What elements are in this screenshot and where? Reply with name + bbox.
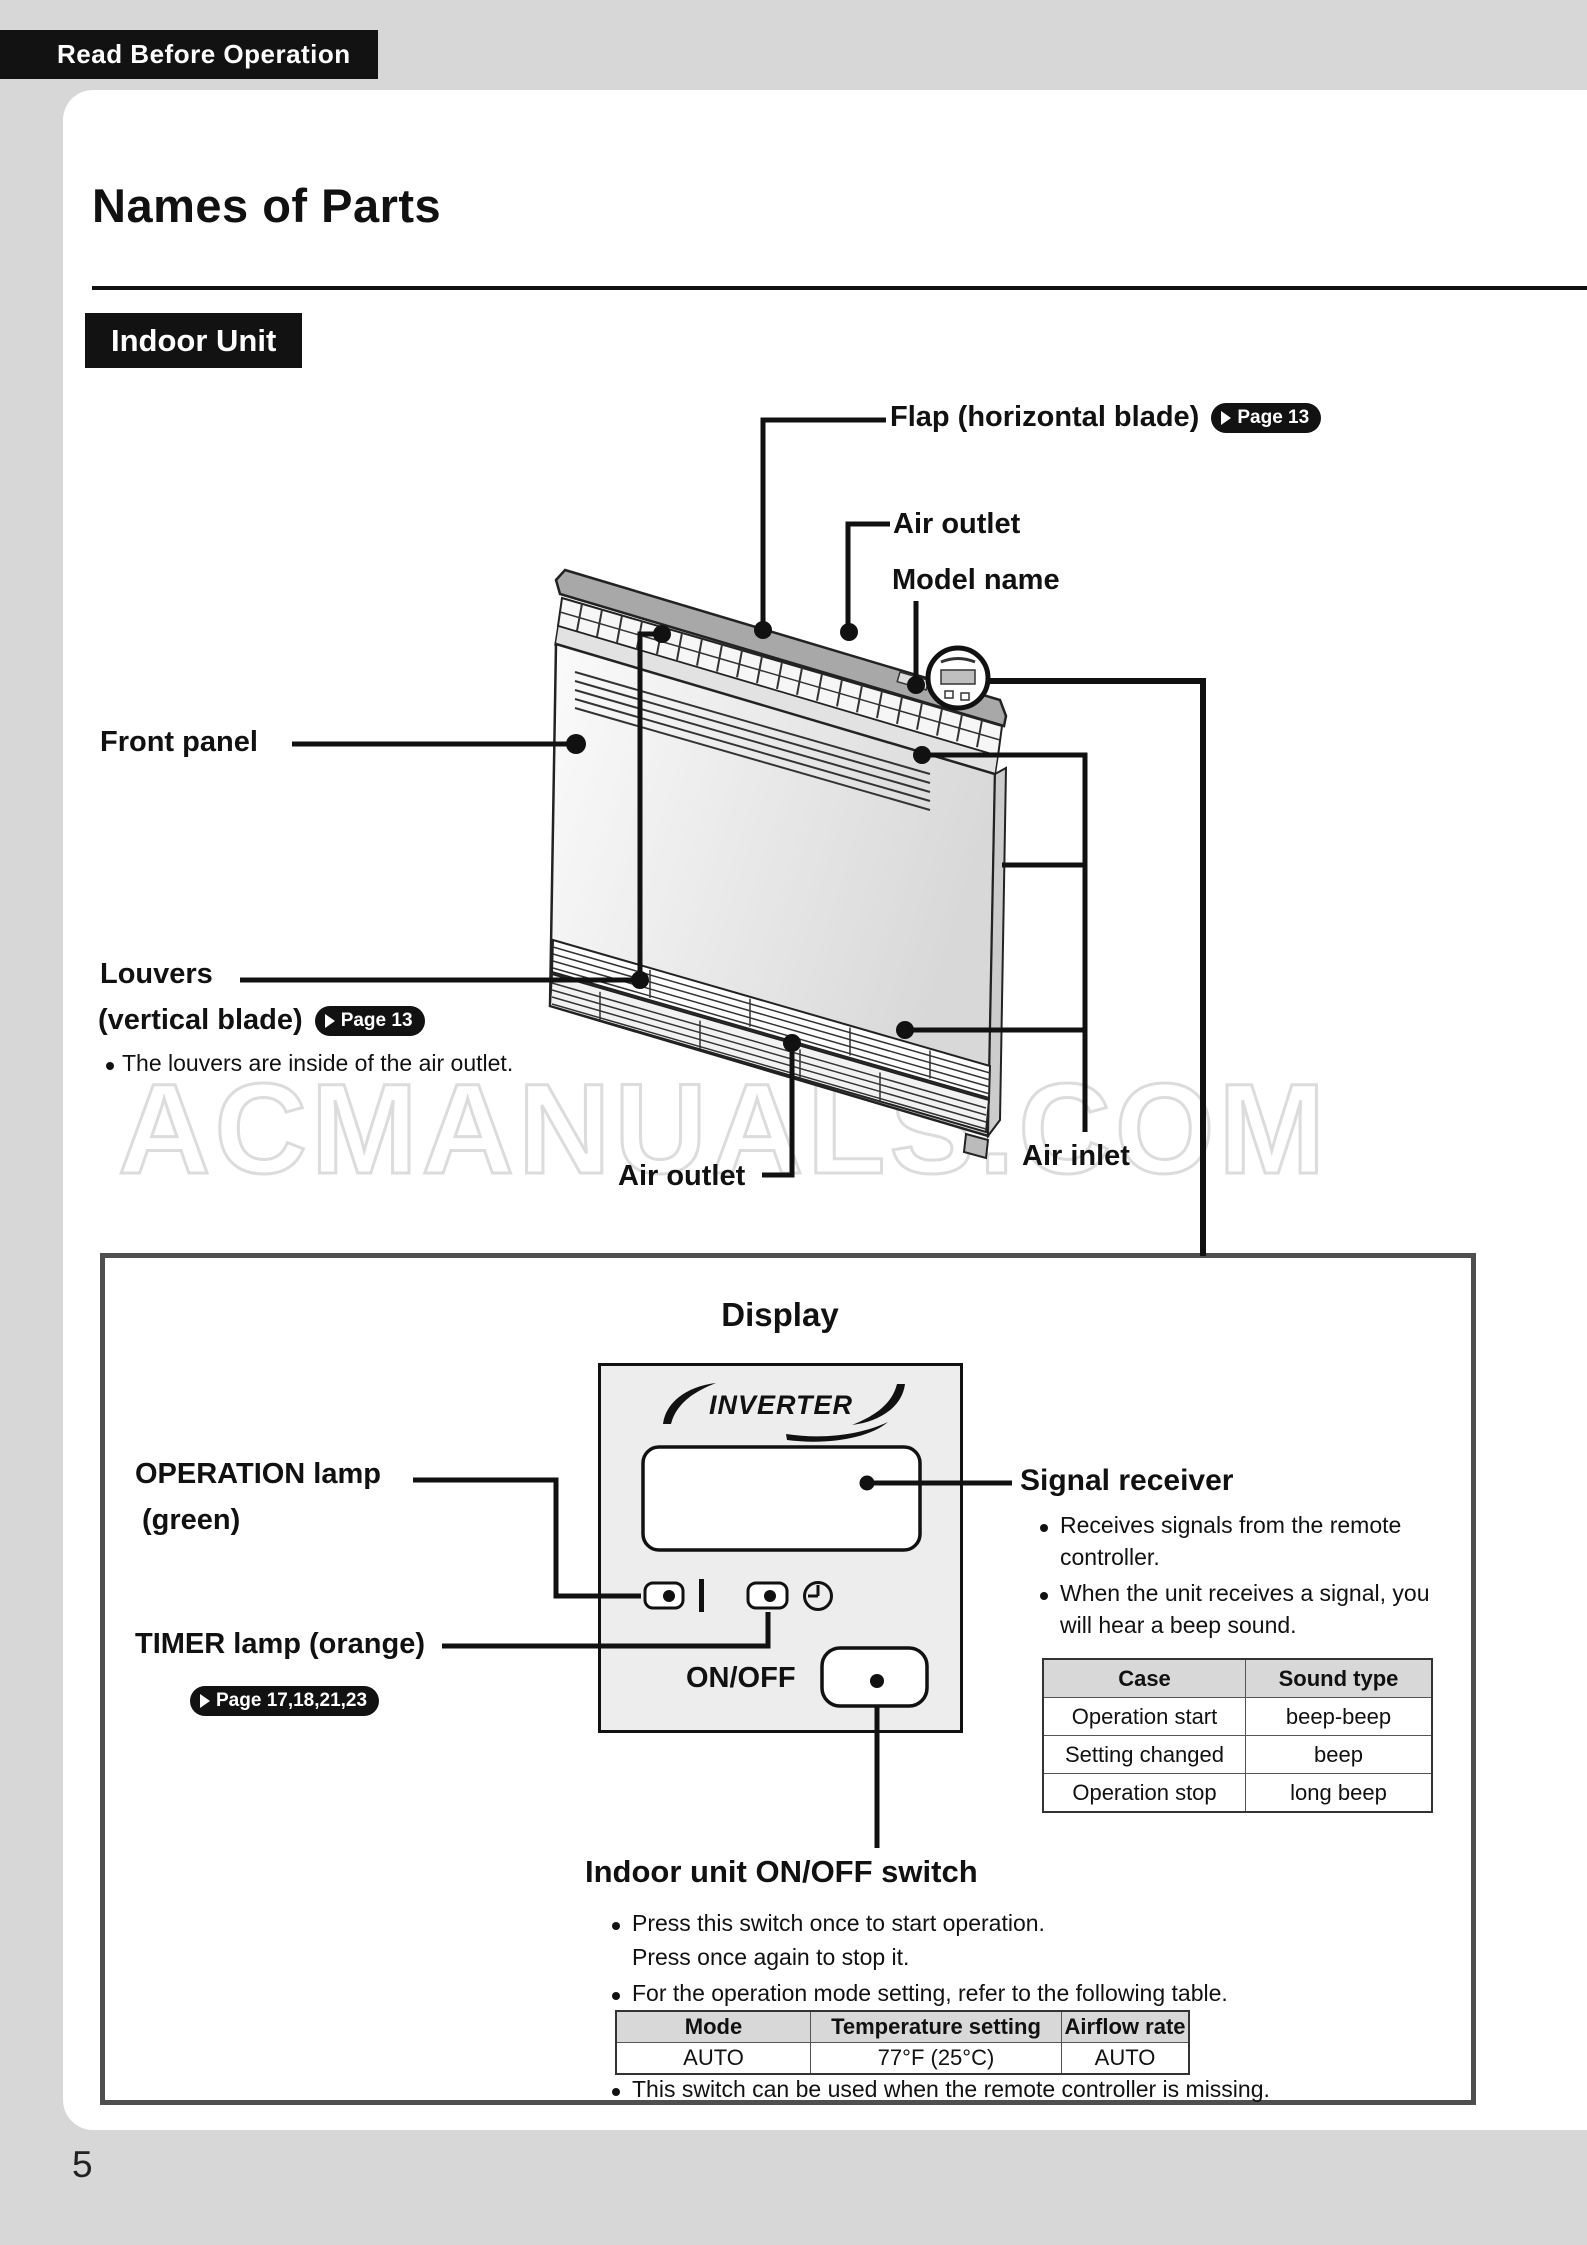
section-header-label: Indoor Unit: [111, 322, 277, 358]
label-operation-lamp-line1: OPERATION lamp: [135, 1458, 381, 1490]
label-model-name: Model name: [892, 564, 1060, 596]
inverter-logo-text: INVERTER: [708, 1390, 854, 1420]
arrow-right-icon: [1221, 410, 1232, 425]
louvers-note: The louvers are inside of the air outlet…: [122, 1050, 514, 1076]
bullet-icon: [1040, 1592, 1048, 1600]
mode-table-header-airflow: Airflow rate: [1061, 2010, 1190, 2043]
unit-display-circle: [925, 645, 991, 711]
label-timer-lamp: TIMER lamp (orange): [135, 1628, 426, 1660]
display-panel-widgets: [413, 1383, 1012, 1848]
mode-table: Mode Temperature setting Airflow rate AU…: [615, 2010, 1190, 2075]
label-air-outlet-top: Air outlet: [893, 508, 1021, 540]
table-row: Operation stop long beep: [1042, 1773, 1433, 1813]
label-operation-lamp-line2: (green): [142, 1504, 241, 1536]
signal-bullet2-line2: will hear a beep sound.: [1060, 1612, 1297, 1638]
leader-lines: [240, 417, 1206, 1256]
bullet-icon: [612, 1992, 620, 2000]
signal-bullet1-line1: Receives signals from the remote: [1060, 1512, 1402, 1538]
bullet-icon: [612, 1922, 620, 1930]
switch-bullet1-line2: Press once again to stop it.: [632, 1944, 910, 1970]
chapter-tag-label: Read Before Operation: [57, 39, 351, 69]
signal-receiver-heading: Signal receiver: [1020, 1464, 1234, 1497]
table-row: Operation start beep-beep: [1042, 1697, 1433, 1736]
label-onoff: ON/OFF: [686, 1662, 796, 1694]
arrow-right-icon: [324, 1013, 335, 1028]
power-bar-icon: [699, 1579, 704, 1612]
label-air-outlet-bottom: Air outlet: [618, 1160, 746, 1192]
label-air-inlet: Air inlet: [1022, 1140, 1130, 1172]
sound-type-table: Case Sound type Operation start beep-bee…: [1042, 1658, 1433, 1813]
signal-bullet1-line2: controller.: [1060, 1544, 1160, 1570]
bullet-icon: [1040, 1524, 1048, 1532]
bullet-icon: [106, 1062, 114, 1070]
display-title: Display: [721, 1296, 839, 1333]
inverter-underline-swoosh: [786, 1422, 888, 1442]
sound-table-header-case: Case: [1042, 1658, 1246, 1698]
label-louvers-line2: (vertical blade) Page 13: [98, 1004, 425, 1037]
mode-table-header-temp: Temperature setting: [810, 2010, 1062, 2043]
page-ref-badge-timer: Page 17,18,21,23: [190, 1686, 380, 1716]
leader-dots: [566, 621, 931, 1052]
section-header-indoor-unit: Indoor Unit: [85, 313, 303, 368]
page-ref-badge-louvers: Page 13: [314, 1005, 425, 1036]
signal-receiver-window: [641, 1445, 922, 1552]
bullet-icon: [612, 2088, 620, 2096]
chapter-tag-bar: Read Before Operation: [0, 30, 378, 79]
table-row: Setting changed beep: [1042, 1735, 1433, 1774]
label-flap: Flap (horizontal blade) Page 13: [890, 401, 1322, 434]
inverter-left-swoosh: [663, 1383, 716, 1424]
switch-heading: Indoor unit ON/OFF switch: [585, 1854, 978, 1889]
table-row: AUTO 77°F (25°C) AUTO: [615, 2042, 1190, 2075]
switch-bullet2: For the operation mode setting, refer to…: [632, 1980, 1228, 2006]
clock-icon: [803, 1581, 833, 1611]
mode-table-header-mode: Mode: [615, 2010, 811, 2043]
arrow-right-icon: [200, 1694, 210, 1708]
inverter-right-swoosh: [852, 1384, 905, 1425]
switch-bullet3: This switch can be used when the remote …: [632, 2076, 1270, 2102]
page-number: 5: [72, 2144, 93, 2185]
title-rule: [92, 286, 1587, 290]
signal-bullet2-line1: When the unit receives a signal, you: [1060, 1580, 1430, 1606]
watermark: ACMANUALS.COM: [117, 1057, 1329, 1203]
page-title: Names of Parts: [92, 179, 442, 232]
label-louvers-line1: Louvers: [100, 958, 213, 990]
switch-bullet1-line1: Press this switch once to start operatio…: [632, 1910, 1045, 1936]
sound-table-header-type: Sound type: [1245, 1658, 1433, 1698]
label-front-panel: Front panel: [100, 726, 258, 758]
page-ref-badge-flap: Page 13: [1211, 402, 1322, 433]
